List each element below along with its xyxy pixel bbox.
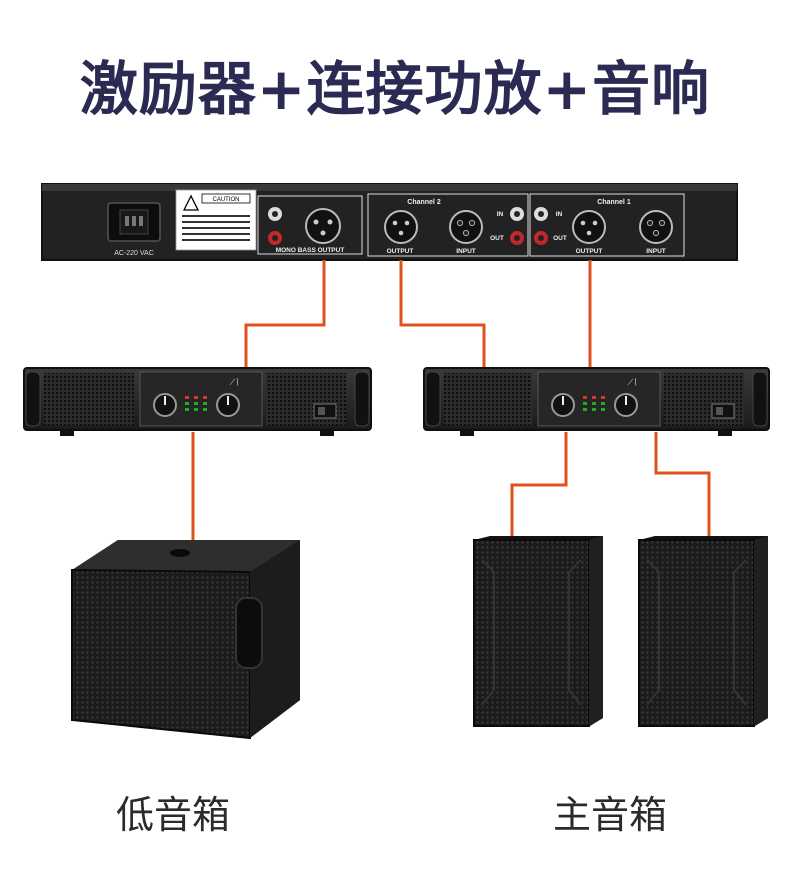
volume-knob-a[interactable]	[551, 393, 575, 417]
mono-bass-rca-jacks[interactable]	[268, 207, 282, 245]
vent-grille-left	[444, 373, 532, 425]
cable-amp-right-to-speaker-b	[654, 432, 711, 540]
channel2-rca-jacks[interactable]	[510, 207, 524, 245]
mono-bass-label: MONO BASS OUTPUT	[276, 247, 345, 254]
channel2-label: Channel 2	[407, 199, 441, 206]
channel1-in-label: IN	[556, 211, 563, 218]
power-amplifier-right: ∕∖	[423, 367, 770, 436]
rack-handle-left	[425, 371, 441, 427]
power-switch[interactable]	[313, 403, 337, 419]
power-amplifier-left: ∕∖	[23, 367, 372, 436]
channel1-input-label: INPUT	[646, 248, 666, 255]
channel2-xlr-input[interactable]	[449, 210, 483, 244]
main-speakers-caption: 主音箱	[553, 793, 668, 837]
main-speaker-left	[473, 536, 603, 727]
channel2-output-label: OUTPUT	[387, 248, 414, 255]
cabinet-contour	[481, 559, 495, 706]
brand-logo: ∕∖	[229, 377, 239, 387]
vent-grille-left	[44, 373, 134, 425]
carry-handle	[235, 597, 263, 669]
channel2-out-label: OUT	[490, 235, 504, 242]
subwoofer-grille	[71, 568, 251, 740]
volume-knob-b[interactable]	[614, 393, 638, 417]
brand-logo: ∕∖	[627, 377, 637, 387]
cable-amp-right-to-speaker-a	[510, 432, 568, 540]
rack-handle-left	[25, 371, 41, 427]
channel2-xlr-output[interactable]	[384, 210, 418, 244]
channel1-xlr-input[interactable]	[639, 210, 673, 244]
page-title: 激励器+连接功放+音响	[79, 55, 711, 123]
channel1-rca-jacks[interactable]	[534, 207, 548, 245]
cable-ch2-to-amp-right	[399, 260, 486, 370]
rack-handle-right	[354, 371, 370, 427]
cabinet-contour	[733, 559, 747, 706]
rack-handle-right	[752, 371, 768, 427]
subwoofer-caption: 低音箱	[116, 793, 231, 837]
channel1-output-label: OUTPUT	[576, 248, 603, 255]
mono-bass-xlr-output[interactable]	[305, 208, 341, 244]
power-inlet-socket[interactable]	[107, 202, 161, 242]
main-speaker-right	[638, 536, 768, 727]
caution-label-sticker: CAUTION	[175, 189, 257, 251]
level-led-meter	[583, 396, 605, 411]
exciter-unit: AC-220 VAC CAUTION MONO BASS OUTPUT C	[41, 183, 738, 261]
cable-bass-to-amp-left	[244, 260, 326, 370]
cabinet-contour	[568, 559, 582, 706]
caution-text: CAUTION	[213, 197, 240, 203]
subwoofer-cabinet	[71, 540, 300, 740]
cable-group	[191, 260, 711, 540]
channel2-in-label: IN	[497, 211, 504, 218]
channel2-input-label: INPUT	[456, 248, 476, 255]
volume-knob-a[interactable]	[153, 393, 177, 417]
cabinet-contour	[646, 559, 660, 706]
channel1-label: Channel 1	[597, 199, 631, 206]
channel1-out-label: OUT	[553, 235, 567, 242]
channel1-xlr-output[interactable]	[572, 210, 606, 244]
subwoofer-side	[250, 540, 300, 738]
level-led-meter	[185, 396, 207, 411]
volume-knob-b[interactable]	[216, 393, 240, 417]
power-label: AC-220 VAC	[114, 250, 154, 257]
pole-mount-socket	[170, 549, 190, 557]
power-switch[interactable]	[711, 403, 735, 419]
